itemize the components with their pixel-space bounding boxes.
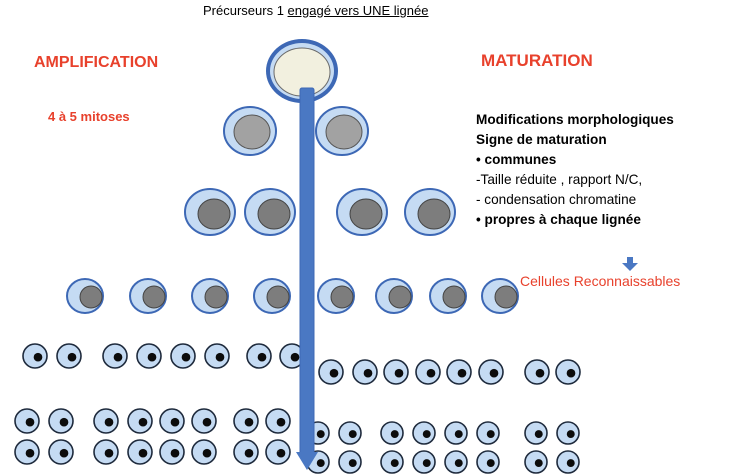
small-cell <box>170 343 196 369</box>
diagram-title: Précurseurs 1 engagé vers UNE lignée <box>203 3 428 18</box>
small-cell <box>48 408 74 434</box>
title-prefix: Précurseurs 1 <box>203 3 288 18</box>
maturation-line-6: • propres à chaque lignée <box>476 212 641 227</box>
small-cell <box>191 408 217 434</box>
small-cell <box>412 450 436 474</box>
cell <box>375 278 413 314</box>
maturation-arrow <box>296 87 318 470</box>
precursor-cell <box>266 39 338 103</box>
small-cell <box>246 343 272 369</box>
small-cell <box>556 421 580 445</box>
small-cell <box>478 359 504 385</box>
small-cell <box>412 421 436 445</box>
cell <box>129 278 167 314</box>
small-cell <box>204 343 230 369</box>
small-cell <box>352 359 378 385</box>
small-cell <box>476 450 500 474</box>
small-cell <box>524 421 548 445</box>
small-cell <box>383 359 409 385</box>
small-cell <box>127 439 153 465</box>
small-cell <box>14 439 40 465</box>
cell <box>317 278 355 314</box>
cell <box>66 278 104 314</box>
small-cell <box>233 408 259 434</box>
cell-row-3 <box>184 188 456 236</box>
cell <box>223 106 277 156</box>
cell-row-1 <box>266 39 338 103</box>
down-arrow-icon <box>622 257 638 271</box>
maturation-line-4: -Taille réduite , rapport N/C, <box>476 172 643 187</box>
small-cell <box>318 359 344 385</box>
small-cell <box>191 439 217 465</box>
maturation-heading: MATURATION <box>481 51 593 70</box>
cell <box>336 188 388 236</box>
small-cell <box>380 421 404 445</box>
small-cell <box>380 450 404 474</box>
small-cell <box>446 359 472 385</box>
cell <box>429 278 467 314</box>
cell <box>404 188 456 236</box>
maturation-line-3: • communes <box>476 152 557 167</box>
small-cell <box>444 421 468 445</box>
maturation-description: Modifications morphologiques Signe de ma… <box>476 110 674 230</box>
cell-row-4 <box>66 278 519 314</box>
small-cell <box>159 408 185 434</box>
cell <box>244 188 296 236</box>
small-cell <box>524 450 548 474</box>
small-cell <box>14 408 40 434</box>
cell <box>481 278 519 314</box>
small-cell <box>22 343 48 369</box>
maturation-line-5: - condensation chromatine <box>476 192 637 207</box>
title-underlined: engagé vers UNE lignée <box>287 3 429 18</box>
small-cell <box>93 439 119 465</box>
cell <box>184 188 236 236</box>
small-cell <box>444 450 468 474</box>
small-cell <box>136 343 162 369</box>
small-cell <box>476 421 500 445</box>
small-cell <box>524 359 550 385</box>
small-cell <box>102 343 128 369</box>
small-cell <box>338 450 362 474</box>
small-cell <box>127 408 153 434</box>
amplification-heading: AMPLIFICATION <box>34 54 159 71</box>
small-cell-rows <box>14 343 581 474</box>
small-cell <box>56 343 82 369</box>
small-cell <box>338 421 362 445</box>
cell <box>253 278 291 314</box>
cell <box>191 278 229 314</box>
small-cell <box>279 343 305 369</box>
small-cell <box>555 359 581 385</box>
maturation-line-2: Signe de maturation <box>476 132 607 147</box>
small-cell <box>48 439 74 465</box>
small-cell <box>93 408 119 434</box>
small-cell <box>415 359 441 385</box>
small-cell <box>556 450 580 474</box>
cell <box>315 106 369 156</box>
cell-row-2 <box>223 106 369 156</box>
mitoses-label: 4 à 5 mitoses <box>48 109 130 124</box>
maturation-line-1: Modifications morphologiques <box>476 112 674 127</box>
small-cell <box>265 439 291 465</box>
small-cell <box>233 439 259 465</box>
small-cell <box>265 408 291 434</box>
recognizable-cells-label: Cellules Reconnaissables <box>520 273 681 289</box>
small-cell <box>159 439 185 465</box>
